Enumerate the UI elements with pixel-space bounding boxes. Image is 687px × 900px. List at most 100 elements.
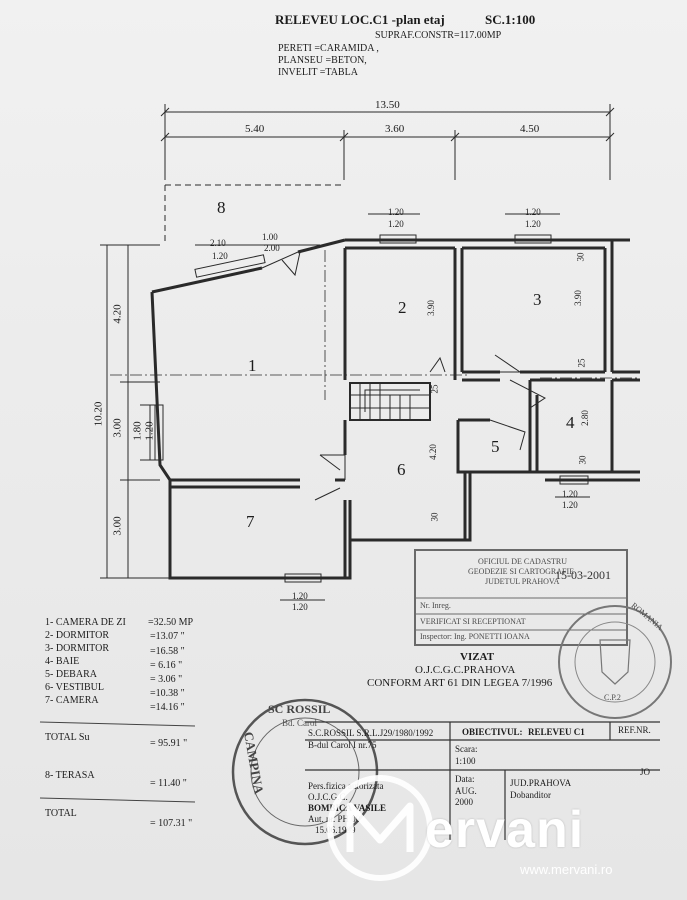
scale-label: Scara: [455,744,478,754]
jo-fragment: JO [640,767,651,777]
ocpi-stamp-date: 15-03-2001 [555,568,611,582]
legend-name: BAIE [55,656,80,667]
dim-room2-window-bottom: 1.20 [388,219,404,229]
legend-name: DORMITOR [55,643,109,654]
room-number-8: 8 [217,198,226,217]
dim-segment-3: 4.50 [520,123,540,135]
ojcgc-label: O.J.C.G.C. [308,792,348,802]
legend-value: =14.16 " [150,702,185,713]
legend-number: 2- [45,630,54,641]
dim-room3-window-bottom: 1.20 [525,219,541,229]
built-area: SUPRAF.CONSTR=117.00MP [375,30,502,41]
roof-spec: INVELIT =TABLA [278,67,358,78]
dim-room7-window-top: 1.20 [292,591,308,601]
dim-room2-window-top: 1.20 [388,207,404,217]
legend-number: 7- [45,695,54,706]
watermark-url: www.mervani.ro [520,862,613,877]
dim-room7-window-bottom: 1.20 [292,602,308,612]
legend-name: CAMERA [55,695,99,706]
authorization-number: Aut. nr. PH 00 [308,814,361,824]
legend-name: CAMERA DE ZI [55,617,126,628]
room-number-3: 3 [533,290,542,309]
legend-number: 5- [45,669,54,680]
legend-row: 2- DORMITOR [45,630,109,641]
terasa-label: 8- TERASA [45,770,95,781]
ocpi-stamp-line2: GEODEZIE SI CARTOGRAFIE [468,567,575,576]
plan-title: RELEVEU LOC.C1 -plan etaj [275,12,445,27]
watermark-brand-text: ervani [425,801,585,859]
ocpi-stamp-inspector: Inspector: Ing. PONETTI IOANA [420,632,530,641]
dim-terrace-b: 1.00 [262,232,278,242]
legend-row: 7- CAMERA [45,695,99,706]
legend-row: 1- CAMERA DE ZI [45,617,146,628]
date-label: Data: [455,774,475,784]
round-stamp-right-sub: C.P.2 [604,693,621,702]
dim-terrace-d: 2.00 [264,243,280,253]
objective-value: RELEVEU C1 [528,727,585,737]
dim-terrace-c: 1.20 [212,251,228,261]
total-value: = 107.31 " [150,818,193,829]
room-number-5: 5 [491,437,500,456]
dim-terrace-a: 2.10 [210,238,226,248]
round-stamp-left-top: SC ROSSIL [268,702,331,716]
legend-value: = 6.16 " [150,660,183,671]
legend-row: 3- DORMITOR [45,643,109,654]
ocpi-stamp-line3: JUDETUL PRAHOVA [485,577,560,586]
dim-room4-window-bottom: 1.20 [562,500,578,510]
legend-number: 3- [45,643,54,654]
objective-label: OBIECTIVUL: [462,727,523,737]
acquirer: Dobanditor [510,790,551,800]
legend-name: DEBARA [55,669,97,680]
vizat-law: CONFORM ART 61 DIN LEGEA 7/1996 [367,677,553,689]
legend-value: =16.58 " [150,646,185,657]
legend-number: 4- [45,656,54,667]
dim-total-width: 13.50 [375,99,400,111]
legend-row: 4- BAIE [45,656,79,667]
room-number-2: 2 [398,298,407,317]
legend-name: VESTIBUL [55,682,105,693]
floor-spec: PLANSEU =BETON, [278,55,367,66]
terasa-value: = 11.40 " [150,778,187,789]
watermark-brand: ervani [425,800,584,860]
ocpi-stamp-nr: Nr. Inreg. [420,601,451,610]
plan-scale: SC.1:100 [485,12,536,27]
total-su-label: TOTAL Su [45,732,90,743]
dim-segment-1: 5.40 [245,123,265,135]
room-number-6: 6 [397,460,406,479]
ocpi-stamp-verified: VERIFICAT SI RECEPTIONAT [420,617,526,626]
authorized-person: Pers.fizica autorizata [308,781,384,791]
legend-row: 6- VESTIBUL [45,682,104,693]
ocpi-stamp-line1: OFICIUL DE CADASTRU [478,557,568,566]
dim-segment-2: 3.60 [385,123,405,135]
county: JUD.PRAHOVA [510,778,572,788]
vizat-title: VIZAT [460,651,495,663]
legend-value: =13.07 " [150,631,185,642]
legend-value: =10.38 " [150,688,185,699]
walls-spec: PERETI =CARAMIDA , [278,43,379,54]
ref-nr-label: REF.NR. [618,725,651,735]
legend-number: 6- [45,682,54,693]
dim-room4-window-top: 1.20 [562,489,578,499]
total-su-value: = 95.91 " [150,738,188,749]
legend-value: = 3.06 " [150,674,183,685]
firm-name: S.C.ROSSIL S.R.L.J29/1980/1992 [308,728,434,738]
firm-address: B-dul Carol I nr.75 [308,740,377,750]
room-number-1: 1 [248,356,257,375]
date-month: AUG. [455,786,477,796]
authorization-date: 15.06.1999 [315,825,356,835]
legend-name: DORMITOR [55,630,109,641]
date-year: 2000 [455,797,473,807]
round-stamp-left-small: Bd. Carol [282,718,317,728]
room-number-7: 7 [246,512,255,531]
legend-value: =32.50 MP [148,617,194,628]
vizat-office: O.J.C.G.C.PRAHOVA [415,664,516,676]
legend-number: 1- [45,617,54,628]
total-label: TOTAL [45,808,77,819]
legend-row: 5- DEBARA [45,669,97,680]
dim-room3-window-top: 1.20 [525,207,541,217]
